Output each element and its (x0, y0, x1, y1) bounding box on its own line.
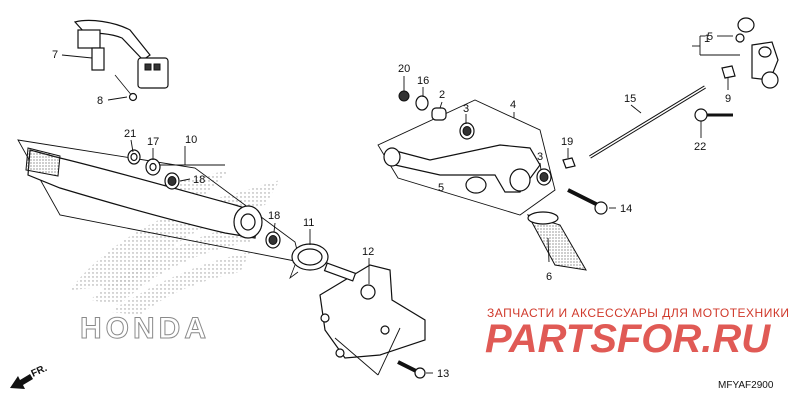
callout-7: 7 (52, 49, 58, 61)
bolt-part-8 (114, 74, 138, 102)
honda-brand-watermark: HONDA (80, 312, 210, 346)
callout-20: 20 (398, 63, 410, 75)
callout-1: 1 (704, 33, 710, 45)
ball-joint-part-5b (735, 33, 745, 43)
callout-2: 2 (439, 89, 445, 101)
spring-part-11 (289, 243, 329, 280)
callout-6: 6 (546, 271, 552, 283)
washer-part-17 (145, 158, 161, 176)
seal-part-3b (536, 168, 552, 186)
callout-16: 16 (417, 75, 429, 87)
callout-17: 17 (147, 136, 159, 148)
washer-part-16 (415, 95, 429, 111)
callout-15: 15 (624, 93, 636, 105)
washer-part-21 (127, 149, 141, 165)
diagram-code: MFYAF2900 (718, 380, 774, 391)
leader-lines (61, 35, 740, 376)
callout-4: 4 (510, 99, 516, 111)
callout-14: 14 (620, 203, 632, 215)
nut-part-9 (721, 65, 736, 79)
callout-9: 9 (725, 93, 731, 105)
bolt-part-22 (694, 108, 733, 122)
ball-joint-part-5a (465, 176, 487, 194)
callout-22: 22 (694, 141, 706, 153)
shop-logo: PARTSFOR.RU (485, 317, 771, 361)
bracket-plate-part-12 (319, 262, 426, 359)
callout-18b: 18 (268, 210, 280, 222)
bolt-part-13 (397, 360, 426, 379)
shift-switch-part (73, 19, 169, 89)
callout-18a: 18 (193, 174, 205, 186)
callout-5a: 5 (438, 182, 444, 194)
shift-pedal-part (25, 147, 263, 239)
group-bracket-4 (377, 99, 556, 216)
bolt-part-14 (567, 188, 608, 215)
callout-5b: 5 (707, 31, 713, 43)
front-indicator-label: FR. (30, 363, 49, 380)
seal-part-3a (459, 122, 475, 140)
rod-end-part-1 (737, 17, 779, 89)
nut-part-19 (562, 157, 576, 169)
seal-part-18b (265, 231, 281, 249)
callout-12: 12 (362, 246, 374, 258)
callout-19: 19 (561, 136, 573, 148)
rubber-part-6 (526, 211, 587, 271)
front-arrow-icon (10, 374, 33, 389)
callout-13: 13 (437, 368, 449, 380)
shop-tagline: ЗАПЧАСТИ И АКСЕССУАРЫ ДЛЯ МОТОТЕХНИКИ (487, 306, 789, 320)
callout-10: 10 (185, 134, 197, 146)
seal-part-18a (164, 172, 180, 190)
callout-21: 21 (124, 128, 136, 140)
callout-11: 11 (303, 217, 314, 229)
link-arm-part-4 (383, 144, 541, 193)
callout-8: 8 (97, 95, 103, 107)
collar-part-2 (431, 107, 447, 121)
rod-part-15 (589, 85, 706, 159)
svg-text:HONDA: HONDA (80, 312, 210, 345)
callout-3b: 3 (537, 151, 543, 163)
nut-part-20 (398, 90, 410, 102)
callout-3a: 3 (463, 103, 469, 115)
